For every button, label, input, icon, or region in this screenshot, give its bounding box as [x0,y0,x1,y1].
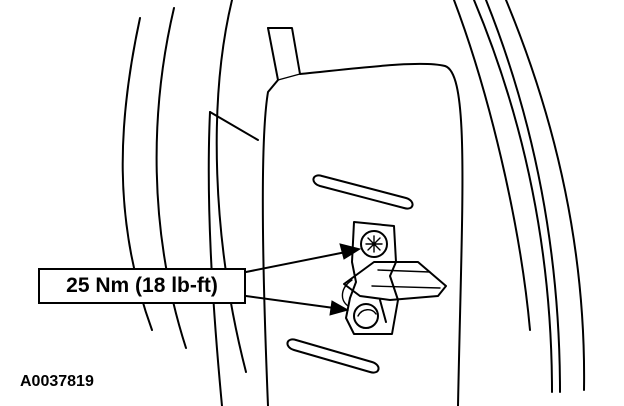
bolt-lower-icon [353,303,379,329]
lower-slot [286,338,380,374]
hinge-bracket [341,221,447,335]
bolt-upper-icon [360,230,388,258]
door-right-edge [453,0,586,393]
upper-slot [312,174,414,210]
figure-id-label: A0037819 [20,373,94,390]
arrow-lower-icon [245,295,350,316]
door-left-edge [121,0,247,373]
pillar-panel [207,27,464,406]
torque-callout-label: 25 Nm (18 lb-ft) [38,268,246,304]
arrow-upper-icon [245,243,362,273]
